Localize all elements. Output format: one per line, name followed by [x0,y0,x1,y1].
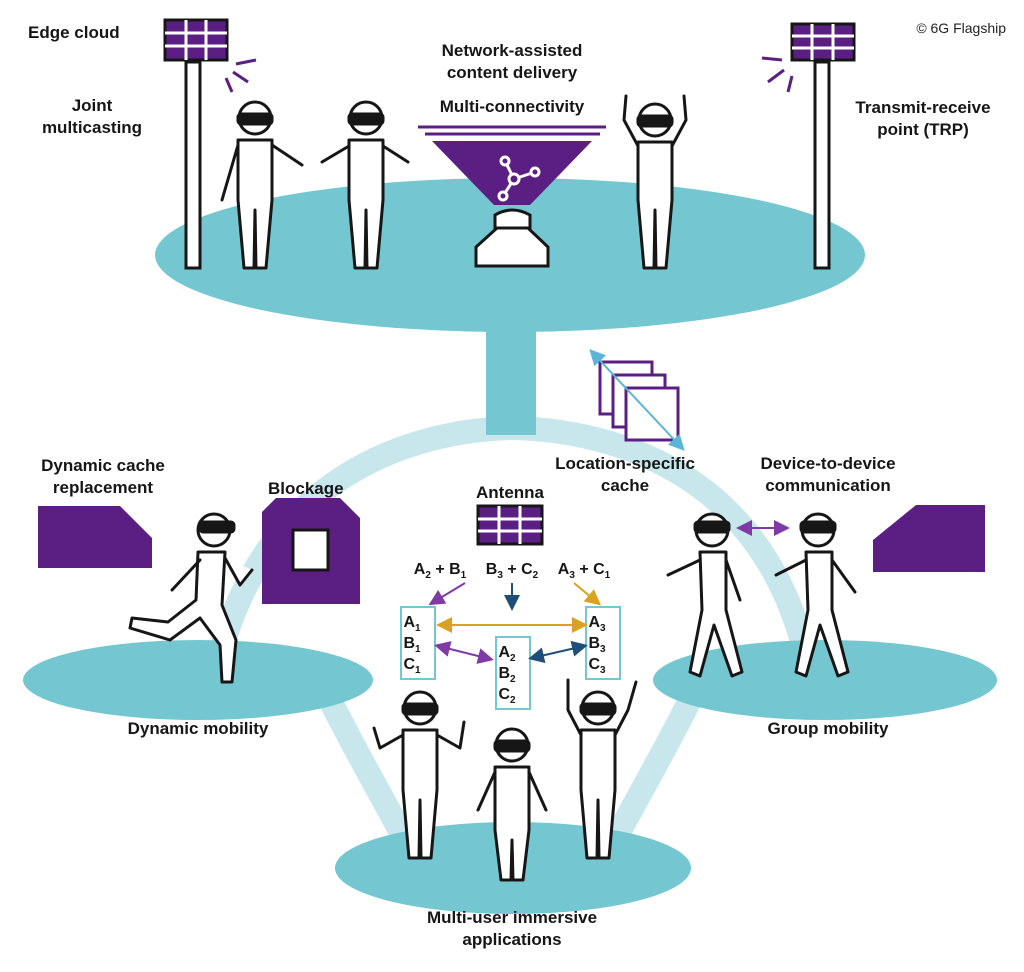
label-d2d: Device-to-device communication [760,454,896,495]
cache-item: C1 [403,656,421,676]
central-pillar [486,330,536,435]
tx-arrow-right [573,582,602,606]
cache-item: B1 [403,635,421,655]
cache-block-right [873,505,985,572]
location-arrow [589,349,685,451]
label-multi-user: Multi-user immersive applications [426,908,598,949]
cache-item: C2 [498,686,516,706]
person-running [128,512,254,684]
cache-item: A3 [588,614,606,634]
label-joint-multicasting: Joint multicasting [41,96,143,137]
exchange-arrow-violet [434,641,494,664]
transmission-label: A3 + C1 [558,561,611,581]
antenna-icon [476,504,544,546]
cache-block-left [38,506,152,568]
exchange-arrow-navy [528,640,588,664]
transmission-label: A2 + B1 [414,561,467,581]
multi-connectivity-funnel [418,125,606,268]
tx-arrow-left [428,582,466,606]
cache-item: A2 [498,644,516,664]
transmission-labels: A2 + B1 B3 + C2 A3 + C1 [414,561,611,581]
transmission-label: B3 + C2 [486,561,539,581]
label-dynamic-cache: Dynamic cache replacement [41,456,165,497]
label-multi-connectivity: Multi-connectivity [439,97,585,116]
person-top-2 [320,100,410,270]
edge-cloud-tower [163,18,257,270]
cache-item: A1 [403,614,421,634]
people-group [128,94,857,882]
person-top-3 [622,94,688,270]
copyright-notice: © 6G Flagship [916,20,1006,36]
person-bottom-1 [372,690,466,860]
blockage-window [291,528,330,572]
label-network-assisted: Network-assisted content delivery [441,41,583,82]
cache-item: B2 [498,665,516,685]
person-top-1 [220,100,304,270]
left-platform [23,640,373,720]
label-edge-cloud: Edge cloud [28,23,120,42]
cache-item: B3 [588,635,606,655]
person-bottom-2 [476,727,548,882]
person-group-2 [774,512,857,678]
label-dynamic-mobility: Dynamic mobility [127,719,269,738]
label-group-mobility: Group mobility [767,719,889,738]
person-group-1 [666,512,744,678]
label-antenna: Antenna [476,483,544,502]
trp-tower [761,22,856,270]
cache-item: C3 [588,656,606,676]
person-bottom-3 [566,678,638,860]
label-trp: Transmit-receive point (TRP) [855,98,991,139]
label-blockage: Blockage [268,479,344,498]
label-location-cache: Location-specific cache [555,454,695,495]
